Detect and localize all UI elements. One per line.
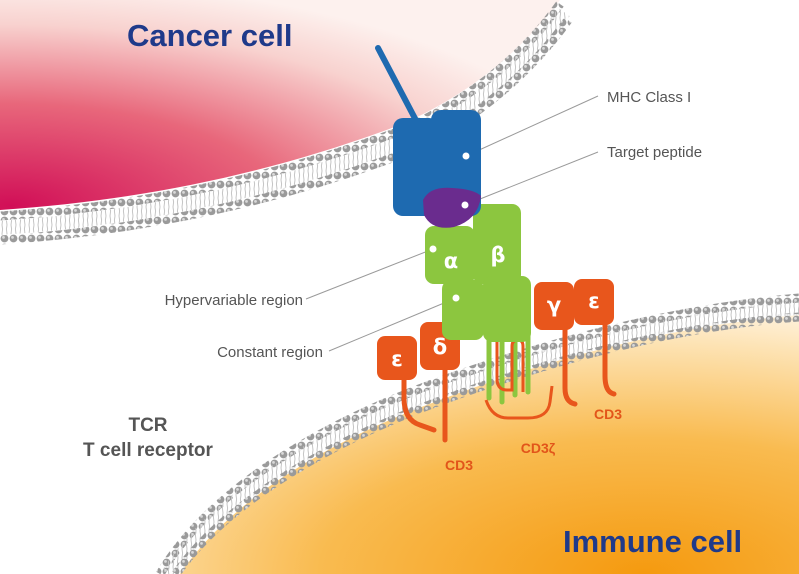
tcr-chains: α β — [425, 204, 554, 420]
cd3-epsilon-left — [377, 336, 417, 380]
delta-label: δ — [433, 335, 447, 359]
cd3-epsilon-right — [574, 279, 614, 325]
hypervariable-callout-line — [305, 248, 434, 300]
beta-variable — [473, 204, 521, 284]
cd3-gamma — [534, 282, 574, 330]
alpha-label: α — [444, 249, 458, 273]
mhc-label: MHC Class I — [607, 89, 691, 106]
cancer-cell-title: Cancer cell — [127, 18, 292, 53]
peptide-label: Target peptide — [607, 144, 702, 161]
cd3-right-label: CD3 — [594, 406, 622, 422]
beta-constant — [483, 276, 531, 342]
constant-callout-line — [328, 297, 457, 352]
callout-lines — [305, 95, 599, 352]
tcr-abbrev: TCR — [128, 415, 167, 436]
cancer-cell — [0, 0, 572, 245]
epsilon-right-label: ε — [588, 289, 600, 313]
cd3-right: γ ε — [534, 279, 617, 407]
beta-label: β — [490, 243, 505, 267]
cd3-zeta-label: CD3ζ — [521, 440, 556, 456]
target-peptide — [423, 187, 481, 228]
hypervariable-label: Hypervariable region — [165, 292, 303, 309]
alpha-variable — [425, 226, 475, 284]
gamma-label: γ — [547, 293, 561, 317]
epsilon-left-label: ε — [391, 347, 403, 371]
mhc-callout-line — [465, 95, 599, 157]
immune-cell-title: Immune cell — [563, 524, 742, 559]
cd3-left-label: CD3 — [445, 457, 473, 473]
tcr-fullname: T cell receptor — [83, 440, 213, 461]
constant-label: Constant region — [217, 344, 323, 361]
cd3-left: ε δ — [377, 322, 460, 443]
immune-cell — [156, 293, 799, 574]
alpha-constant — [442, 280, 484, 340]
peptide-callout-line — [464, 151, 599, 206]
